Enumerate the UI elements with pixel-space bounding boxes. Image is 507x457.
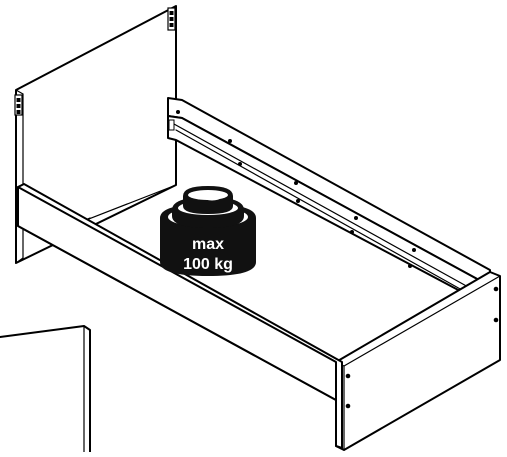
rail-slot-icon	[168, 110, 471, 291]
separate-panel	[0, 325, 91, 453]
screw-hole-icon	[345, 286, 499, 409]
footboard-panel	[335, 271, 501, 451]
weight-label-line2: 100 kg	[183, 256, 233, 273]
weight-icon: max 100 kg	[160, 186, 256, 276]
weight-label-line1: max	[192, 236, 224, 253]
bracket-icon	[14, 94, 23, 116]
front-rail-panel	[17, 183, 343, 449]
bracket-icon	[167, 7, 176, 31]
